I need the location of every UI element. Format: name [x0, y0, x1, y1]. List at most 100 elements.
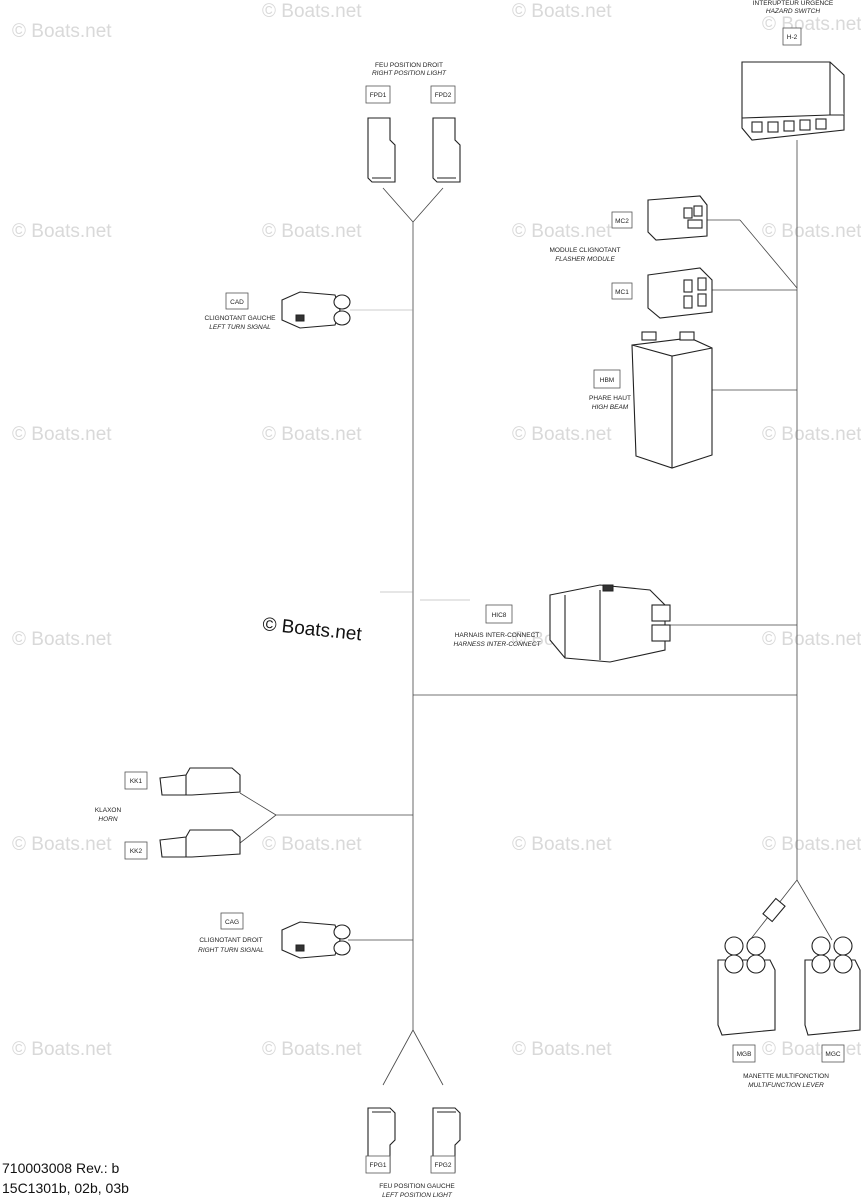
watermark: © Boats.net	[512, 221, 612, 242]
left-turn-signal-label-en: LEFT TURN SIGNAL	[209, 324, 271, 331]
left-turn-signal-code: CAD	[230, 299, 244, 306]
flasher-module-code-box	[611, 282, 633, 300]
hazard-switch-label-fr: INTERUPTEUR URGENCE	[753, 0, 834, 7]
horn-code: KK1	[130, 778, 143, 785]
right-turn-signal-label-en: RIGHT TURN SIGNAL	[198, 947, 264, 954]
inline-fuse-icon	[762, 897, 786, 923]
watermark-center: © Boats.net	[261, 614, 363, 645]
multifunction-lever-code-box	[732, 1044, 756, 1063]
watermark: © Boats.net	[762, 424, 861, 445]
left-position-light-label-fr: FEU POSITION GAUCHE	[379, 1183, 455, 1190]
watermark: © Boats.net	[12, 834, 112, 855]
flasher-module: MC2 MC1 MODULE CLIGNOTANT FLASHER MODULE	[549, 195, 713, 319]
harness-interconnect: HIC8 HARNAIS INTER-CONNECT HARNESS INTER…	[453, 584, 671, 663]
multifunction-lever: MGB MGC MANETTE MULTIFONCTION MULTIFUNCT…	[717, 897, 861, 1089]
multifunction-lever-code: MGB	[737, 1051, 752, 1058]
multifunction-lever-code-box	[821, 1044, 845, 1063]
flasher-module-code-box	[611, 211, 633, 229]
watermark: © Boats.net	[12, 221, 112, 242]
multi-pin-connector-icon	[549, 584, 671, 663]
right-position-light-code: FPD2	[435, 92, 452, 99]
horn: KK1 KK2 KLAXON HORN	[95, 767, 241, 860]
flasher-connector-icon	[647, 267, 713, 319]
left-position-light-label-en: LEFT POSITION LIGHT	[382, 1192, 453, 1199]
high-beam-code-box	[593, 369, 621, 389]
spade-connector-icon	[159, 767, 241, 796]
left-turn-signal-label-fr: CLIGNOTANT GAUCHE	[205, 315, 277, 322]
watermark: © Boats.net	[512, 1039, 612, 1060]
left-position-light-code: FPG1	[370, 1162, 387, 1169]
watermark: © Boats.net	[262, 424, 362, 445]
horn-code: KK2	[130, 848, 143, 855]
hazard-switch-code-box	[782, 27, 802, 46]
flasher-connector-icon	[647, 195, 708, 241]
watermark: © Boats.net	[762, 834, 861, 855]
square-connector-icon	[804, 936, 861, 1036]
bullet-connector-icon	[432, 117, 461, 183]
watermark: © Boats.net	[762, 1039, 861, 1060]
watermark-grid: © Boats.net © Boats.net © Boats.net © Bo…	[12, 1, 861, 1060]
right-position-light-code: FPD1	[370, 92, 387, 99]
high-beam-code: HBM	[600, 377, 614, 384]
right-position-light-code-box	[365, 85, 391, 104]
harness-interconnect-label-en: HARNESS INTER-CONNECT	[453, 641, 541, 648]
right-position-light-code-box	[430, 85, 456, 104]
watermark: © Boats.net	[262, 1039, 362, 1060]
harness-interconnect-code-box	[485, 604, 513, 624]
multifunction-lever-label-fr: MANETTE MULTIFONCTION	[743, 1073, 829, 1080]
horn-label-fr: KLAXON	[95, 807, 122, 814]
watermark: © Boats.net	[762, 629, 861, 650]
left-position-light: FPG1 FPG2 FEU POSITION GAUCHE LEFT POSIT…	[365, 1107, 461, 1199]
multifunction-lever-label-en: MULTIFUNCTION LEVER	[748, 1082, 824, 1089]
hazard-switch-label-en: HAZARD SWITCH	[766, 8, 820, 15]
part-number: 710003008 Rev.: b	[2, 1160, 120, 1176]
left-position-light-code: FPG2	[435, 1162, 452, 1169]
square-connector-icon	[717, 936, 776, 1036]
horn-code-box	[124, 771, 148, 790]
flasher-module-label-fr: MODULE CLIGNOTANT	[549, 247, 620, 254]
right-turn-signal-code: CAG	[225, 919, 239, 926]
watermark: © Boats.net	[262, 221, 362, 242]
watermark: © Boats.net	[12, 629, 112, 650]
round-connector-icon	[281, 921, 351, 959]
left-turn-signal: CAD CLIGNOTANT GAUCHE LEFT TURN SIGNAL	[205, 291, 351, 331]
right-turn-signal-code-box	[220, 912, 244, 930]
hazard-switch-connector-icon	[741, 61, 845, 141]
round-connector-icon	[281, 291, 351, 329]
hazard-switch-code: H-2	[787, 34, 798, 41]
harness-interconnect-label-fr: HARNAIS INTER-CONNECT	[455, 632, 540, 639]
watermark: © Boats.net	[512, 834, 612, 855]
right-position-light-label-fr: FEU POSITION DROIT	[375, 62, 443, 69]
relay-block-icon	[631, 331, 713, 469]
watermark: © Boats.net	[262, 1, 362, 22]
left-turn-signal-code-box	[225, 292, 249, 310]
harness-wires	[239, 140, 833, 1086]
right-position-light: FEU POSITION DROIT RIGHT POSITION LIGHT …	[365, 62, 461, 183]
watermark: © Boats.net	[12, 21, 112, 42]
left-position-light-code-box	[430, 1155, 456, 1174]
spade-connector-icon	[159, 829, 241, 858]
right-turn-signal-label-fr: CLIGNOTANT DROIT	[199, 937, 262, 944]
hazard-switch: INTERUPTEUR URGENCE HAZARD SWITCH H-2	[741, 0, 845, 141]
high-beam: HBM PHARE HAUT HIGH BEAM	[589, 331, 713, 469]
multifunction-lever-code: MGC	[825, 1051, 840, 1058]
watermark: © Boats.net	[512, 424, 612, 445]
watermark: © Boats.net	[762, 14, 861, 35]
left-position-light-code-box	[365, 1155, 391, 1174]
flasher-module-label-en: FLASHER MODULE	[555, 256, 615, 263]
flasher-module-code: MC1	[615, 289, 629, 296]
watermark: © Boats.net	[762, 221, 861, 242]
horn-code-box	[124, 841, 148, 860]
watermark: © Boats.net	[12, 424, 112, 445]
watermark: © Boats.net	[12, 1039, 112, 1060]
high-beam-label-en: HIGH BEAM	[592, 404, 629, 411]
bullet-connector-icon	[367, 117, 396, 183]
flasher-module-code: MC2	[615, 218, 629, 225]
harness-interconnect-code: HIC8	[492, 612, 507, 619]
right-position-light-label-en: RIGHT POSITION LIGHT	[372, 70, 447, 77]
watermark: © Boats.net	[512, 1, 612, 22]
figure-reference: 15C1301b, 02b, 03b	[2, 1180, 129, 1196]
right-turn-signal: CAG CLIGNOTANT DROIT RIGHT TURN SIGNAL	[198, 912, 351, 959]
watermark: © Boats.net	[262, 834, 362, 855]
